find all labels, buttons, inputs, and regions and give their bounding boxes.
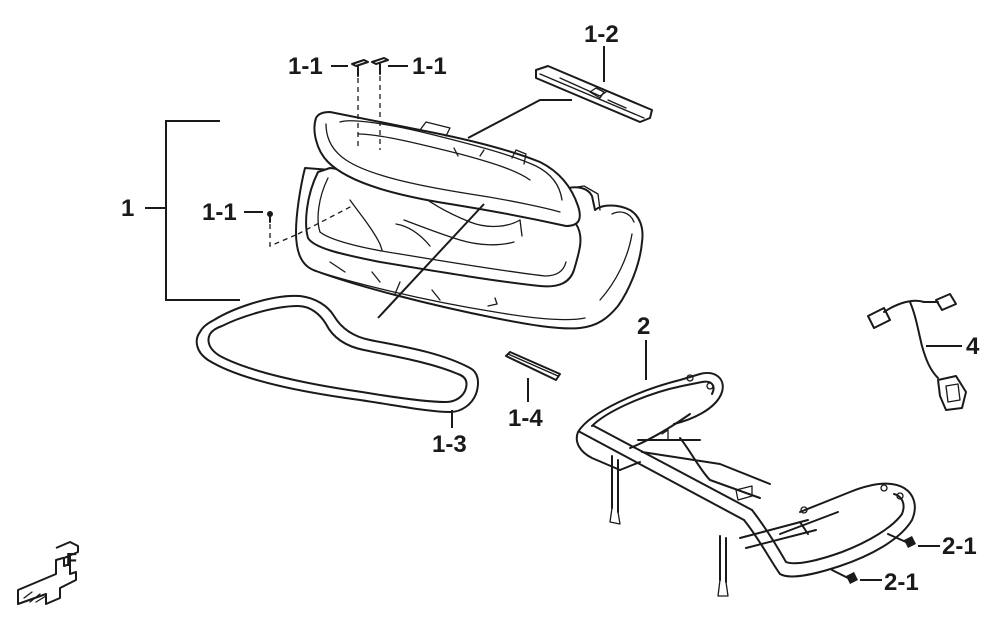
front-direction-arrow-icon	[17, 541, 79, 605]
wire-harness-part	[867, 293, 967, 411]
rivet-pins	[244, 57, 408, 247]
callout-1-3: 1-3	[432, 431, 467, 458]
trunk-lid	[313, 111, 581, 227]
group-bracket	[165, 120, 240, 301]
direction-letter: F	[66, 550, 77, 570]
trunk-box-part	[145, 99, 644, 330]
callout-4: 4	[966, 333, 980, 360]
harness-connector-icon	[867, 307, 891, 329]
callout-1-1-top-left: 1-1	[288, 53, 323, 80]
callout-1: 1	[121, 195, 134, 222]
rack-rear-frame	[575, 372, 724, 471]
rack-bolts	[831, 533, 940, 584]
callout-1-4: 1-4	[508, 405, 543, 432]
rack-front-frame	[743, 482, 916, 578]
callout-2-1-lower: 2-1	[884, 569, 919, 596]
rubber-strip-part	[505, 351, 561, 402]
callout-1-1-side: 1-1	[202, 199, 237, 226]
callout-2-1-upper: 2-1	[942, 533, 977, 560]
carrier-rack-part	[575, 340, 916, 597]
bolt-icon	[846, 572, 858, 584]
harness-connector-icon	[935, 293, 957, 311]
callout-2: 2	[637, 313, 650, 340]
screw-icon	[267, 211, 273, 217]
lid-trim-part	[535, 46, 653, 123]
harness-plug-icon	[937, 375, 967, 411]
rubber-seal-part	[195, 294, 479, 428]
rivet-icon	[371, 57, 389, 65]
bolt-icon	[904, 536, 916, 548]
callout-1-1-top-right: 1-1	[412, 53, 447, 80]
callout-1-2: 1-2	[584, 21, 619, 48]
rivet-icon	[351, 59, 369, 67]
